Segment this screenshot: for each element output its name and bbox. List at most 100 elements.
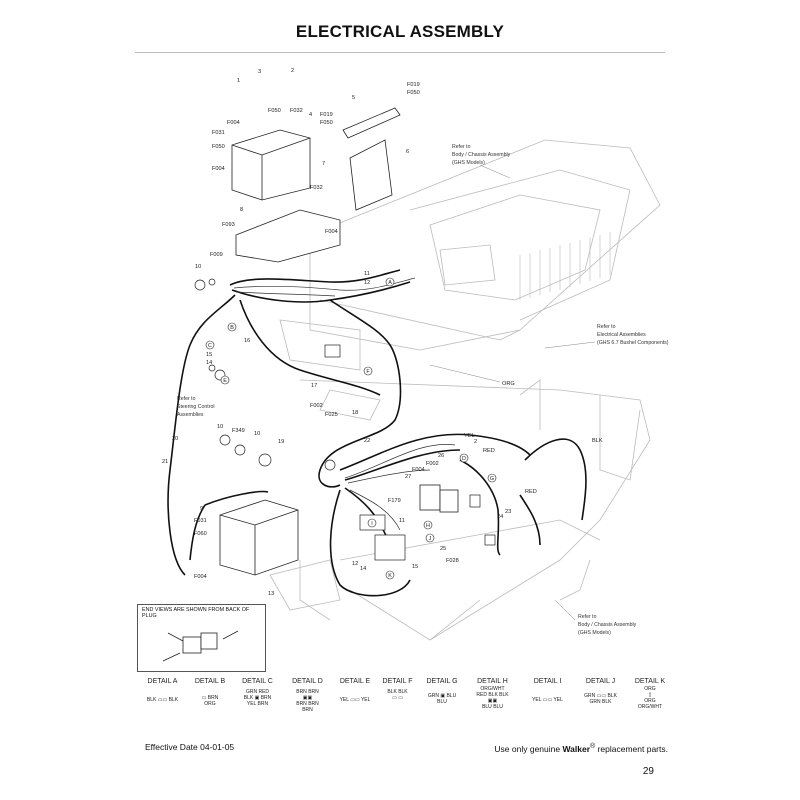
callout-11b: 11 — [399, 518, 405, 524]
fastener-label: F093 — [222, 222, 235, 228]
detail-marker-j: J — [429, 536, 432, 542]
fastener-label: F031 — [212, 130, 225, 136]
detail-marker-i: I — [371, 521, 373, 527]
wire-label: BLU — [482, 704, 492, 710]
wire-label: GRN — [589, 699, 601, 705]
wire-label: BLK — [602, 699, 612, 705]
wire-label: BLK — [398, 689, 408, 695]
detail-marker-k: K — [388, 573, 392, 579]
fastener-label: F032 — [290, 108, 303, 114]
fastener-label: F031 — [194, 518, 207, 524]
detail-i: DETAIL I YEL ▭▭ YEL — [525, 678, 570, 703]
leader-lines — [429, 164, 596, 621]
wire-label: RED — [258, 689, 270, 695]
detail-h: DETAIL H ORG/WHT RED BLK BLK ▣▣ BLU BLU — [470, 678, 515, 710]
fastener-label: F050 — [407, 90, 420, 96]
callout-7: 7 — [322, 161, 325, 167]
fastener-label: F060 — [194, 531, 207, 537]
detail-label: DETAIL C — [242, 678, 273, 685]
callout-10c: 10 — [254, 431, 260, 437]
reference-note: Body / Chassis Assembly — [452, 152, 511, 158]
fastener-label: F028 — [446, 558, 459, 564]
fastener-label: F050 — [212, 144, 225, 150]
wire-label: YEL — [360, 697, 371, 703]
relay-panel — [419, 484, 459, 513]
callout-13: 13 — [268, 591, 274, 597]
reference-note: Steering Control — [177, 404, 215, 410]
detail-label: DETAIL G — [426, 678, 458, 685]
detail-marker-g: G — [490, 476, 494, 482]
callout-20: 20 — [172, 436, 178, 442]
reference-note: Refer to — [452, 144, 471, 150]
fastener-label: F004 — [212, 166, 225, 172]
reference-note: Electrical Assemblies — [597, 332, 646, 338]
detail-label: DETAIL I — [533, 678, 562, 685]
wire-label: BRN — [296, 701, 307, 707]
wire-label: BRN — [296, 689, 307, 695]
wire-label: BLK — [243, 695, 254, 701]
detail-marker-h: H — [426, 523, 430, 529]
wire-label: YEL — [532, 697, 542, 703]
end-view-note: END VIEWS ARE SHOWN FROM BACK OF PLUG — [142, 607, 250, 619]
callout-2: 2 — [291, 68, 294, 74]
wire-label: RED — [476, 692, 487, 698]
wire-label: BLU — [493, 704, 503, 710]
callout-17: 17 — [311, 383, 317, 389]
detail-label: DETAIL A — [147, 678, 178, 685]
wire-label: GRN — [427, 693, 439, 699]
wire-label: BRN — [302, 707, 313, 713]
fastener-label: F002 — [310, 403, 323, 409]
connectors — [194, 278, 496, 561]
title-divider — [135, 52, 665, 53]
wire-label: GRN — [245, 689, 258, 695]
callout-4: 4 — [309, 112, 312, 118]
wire-label: ORG — [644, 686, 656, 692]
callout-25: 25 — [440, 546, 446, 552]
wire-label: BLK — [387, 689, 397, 695]
reference-note: (GHS Models) — [578, 630, 611, 636]
detail-marker-d: D — [462, 456, 466, 462]
callout-24: 24 — [497, 514, 503, 520]
battery-tray — [235, 209, 341, 263]
wire-label: BLK — [146, 697, 157, 703]
callout-14b: 14 — [360, 566, 366, 572]
detail-label: DETAIL E — [339, 678, 371, 685]
callout-23: 23 — [505, 509, 511, 515]
detail-marker-c: C — [208, 343, 212, 349]
callout-19: 19 — [278, 439, 284, 445]
fastener-label: F004 — [227, 120, 240, 126]
reference-note: Assemblies — [177, 412, 204, 418]
detail-f: DETAIL F BLK BLK▭ ▭ — [380, 678, 415, 701]
footer-note: Use only genuine Walker® replacement par… — [494, 742, 668, 754]
fastener-label: F050 — [268, 108, 281, 114]
detail-d: DETAIL D BRN BRN ▣▣ BRN BRN BRN — [285, 678, 330, 713]
fastener-label: F004 — [412, 467, 425, 473]
callout-11: 11 — [364, 271, 370, 277]
wire-label: YEL — [339, 697, 349, 703]
registered-mark: ® — [590, 742, 596, 750]
detail-a: DETAIL A BLK ▭▭ BLK — [140, 678, 185, 703]
wire-label: BRN — [207, 695, 219, 701]
callout-21: 21 — [162, 459, 168, 465]
plug-illustration — [162, 630, 239, 662]
callout-3: 3 — [258, 69, 261, 75]
wire-label: YEL — [246, 701, 257, 707]
callout-16: 16 — [244, 338, 250, 344]
fastener-label: F032 — [310, 185, 323, 191]
fastener-label: F004 — [325, 229, 338, 235]
detail-marker-b: B — [230, 325, 234, 331]
detail-label: DETAIL K — [634, 678, 666, 685]
wire-color-label: BLK — [592, 438, 603, 444]
callout-12: 12 — [364, 280, 370, 286]
battery-cover — [349, 139, 393, 211]
callout-15b: 15 — [412, 564, 418, 570]
detail-marker-a: A — [388, 280, 392, 286]
reference-note: Body / Chassis Assembly — [578, 622, 637, 628]
effective-date: Effective Date 04-01-05 — [145, 742, 235, 752]
footer-prefix: Use only genuine — [494, 743, 563, 754]
detail-label: DETAIL D — [292, 678, 323, 685]
wire-label: ORG/WHT — [637, 704, 663, 710]
